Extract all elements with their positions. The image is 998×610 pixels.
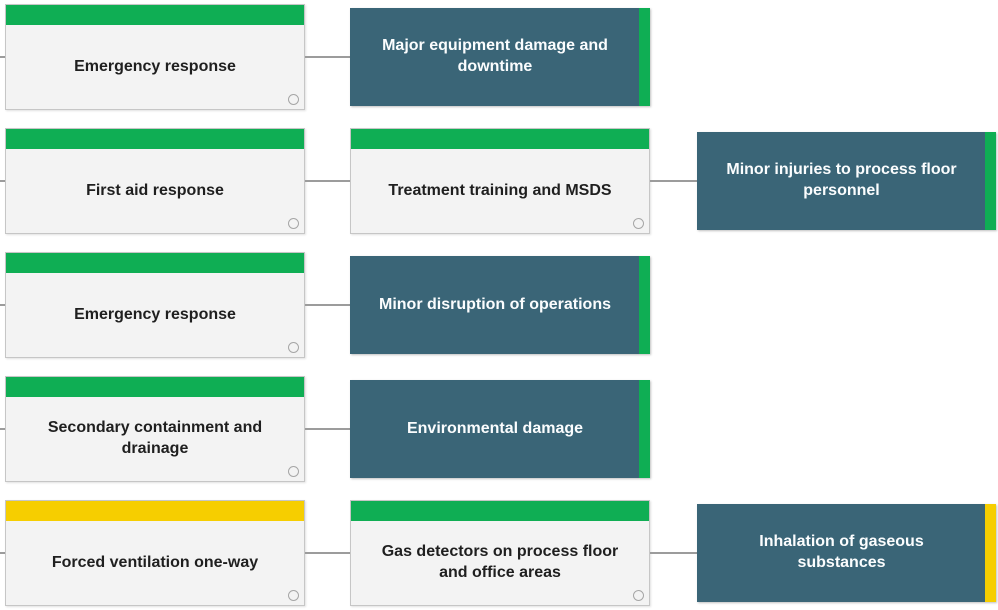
expand-circle-icon[interactable] [288,218,299,229]
barrier-box[interactable]: Forced ventilation one-way [5,500,305,606]
connector-line [305,304,350,306]
expand-circle-icon[interactable] [288,590,299,601]
connector-line [0,180,6,182]
connector-line [305,180,350,182]
barrier-box[interactable]: Emergency response [5,252,305,358]
barrier-box[interactable]: First aid response [5,128,305,234]
status-strip-green [6,5,304,25]
connector-line [305,428,350,430]
consequence-box[interactable]: Minor injuries to process floor personne… [697,132,996,230]
expand-circle-icon[interactable] [633,590,644,601]
risk-strip-green [639,8,650,106]
consequence-label: Inhalation of gaseous substances [759,533,924,571]
connector-line [0,552,6,554]
connector-line [0,304,6,306]
status-strip-green [6,377,304,397]
consequence-label: Environmental damage [406,419,584,437]
consequence-box[interactable]: Inhalation of gaseous substances [697,504,996,602]
status-strip-green [6,129,304,149]
expand-circle-icon[interactable] [288,466,299,477]
connector-line [650,552,697,554]
status-strip-green [351,129,649,149]
barrier-label: Gas detectors on process floor and offic… [381,543,619,581]
risk-strip-green [639,380,650,478]
risk-strip-yellow [985,504,996,602]
barrier-label: Forced ventilation one-way [51,553,259,571]
connector-line [305,552,350,554]
consequence-label: Minor injuries to process floor personne… [726,161,957,199]
consequence-box[interactable]: Environmental damage [350,380,650,478]
barrier-label: First aid response [86,181,224,199]
status-strip-green [351,501,649,521]
barrier-box[interactable]: Treatment training and MSDS [350,128,650,234]
consequence-label: Minor disruption of operations [379,295,611,313]
barrier-box[interactable]: Gas detectors on process floor and offic… [350,500,650,606]
expand-circle-icon[interactable] [633,218,644,229]
expand-circle-icon[interactable] [288,342,299,353]
consequence-label: Major equipment damage and downtime [382,37,608,75]
consequence-box[interactable]: Minor disruption of operations [350,256,650,354]
connector-line [650,180,697,182]
barrier-box[interactable]: Emergency response [5,4,305,110]
connector-line [0,428,6,430]
barrier-label: Treatment training and MSDS [388,181,612,199]
barrier-label: Emergency response [74,57,236,75]
connector-line [0,56,6,58]
consequence-box[interactable]: Major equipment damage and downtime [350,8,650,106]
barrier-box[interactable]: Secondary containment and drainage [5,376,305,482]
barrier-label: Secondary containment and drainage [47,419,263,457]
status-strip-green [6,253,304,273]
risk-strip-green [985,132,996,230]
barrier-label: Emergency response [74,305,236,323]
risk-strip-green [639,256,650,354]
status-strip-yellow [6,501,304,521]
expand-circle-icon[interactable] [288,94,299,105]
connector-line [305,56,350,58]
